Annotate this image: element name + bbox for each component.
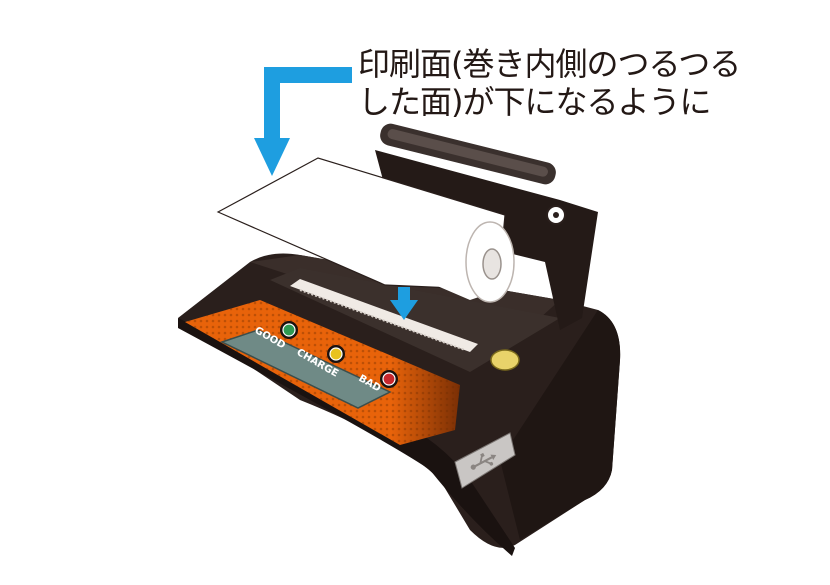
usb-port — [454, 432, 516, 489]
instruction-line-1: 印刷面(巻き内側のつるつる — [358, 45, 741, 83]
control-panel — [185, 300, 460, 445]
feed-roller — [490, 349, 520, 371]
instruction-line-2: した面)が下になるように — [358, 83, 712, 121]
paper-slot — [270, 268, 560, 372]
paper-roll — [216, 157, 515, 303]
arrow-down-icon — [254, 67, 352, 176]
arrow-down-icon — [390, 287, 418, 320]
indicator-led-good — [282, 323, 296, 337]
indicator-led-charge — [329, 347, 343, 361]
lcd-window — [220, 329, 392, 409]
instruction-caption: 印刷面(巻き内側のつるつる した面)が下になるように — [358, 45, 818, 121]
usb-icon — [470, 452, 497, 470]
indicator-led-bad — [382, 372, 396, 386]
